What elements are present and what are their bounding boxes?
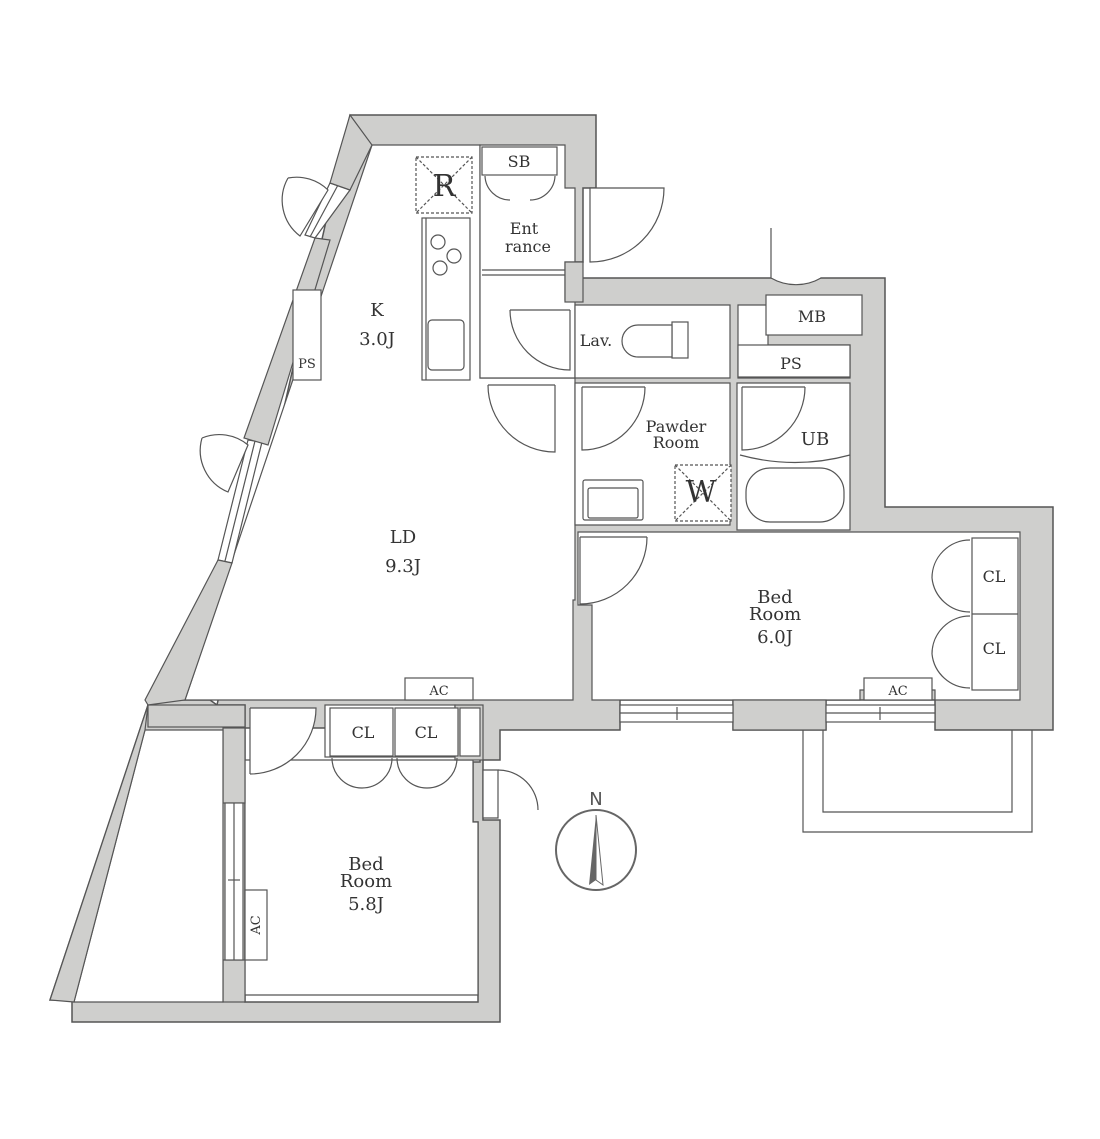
label-washer: W	[686, 475, 717, 510]
door-mb	[770, 228, 822, 286]
west-wall-seg-1	[329, 113, 373, 191]
door-powder	[581, 386, 646, 451]
label-ld-size: 9.3J	[385, 556, 421, 577]
sb-door-arc-1	[484, 175, 511, 201]
label-ac-ld: AC	[428, 684, 448, 699]
windows	[224, 704, 936, 961]
door-west-1	[281, 176, 329, 237]
closet-west-arcs	[331, 757, 458, 789]
door-ub	[741, 386, 806, 451]
balcony-east-outer	[802, 730, 1033, 833]
fixtures	[244, 146, 1019, 961]
balcony-east	[802, 730, 1033, 833]
door-bed-west-2	[482, 769, 499, 819]
label-powder-1: Pawder	[646, 417, 707, 436]
label-entrance-2: rance	[505, 237, 551, 256]
label-bed-east-3: 6.0J	[757, 627, 793, 648]
label-bed-east-2: Room	[749, 604, 801, 625]
bathtub-curve	[739, 454, 851, 464]
label-ps-small: PS	[298, 357, 316, 372]
label-ac-bed-east: AC	[887, 684, 907, 699]
label-ac-bed-west: AC	[249, 915, 264, 935]
compass-needle-2	[595, 814, 604, 887]
label-cl-west-1: CL	[352, 723, 375, 742]
washer-x1	[674, 464, 732, 522]
label-ld-name: LD	[390, 527, 416, 548]
label-k-size: 3.0J	[359, 329, 395, 350]
wall-block-6	[222, 727, 246, 804]
ac-bed-east	[863, 677, 933, 701]
bathtub	[745, 467, 845, 523]
ac-bed-west	[244, 889, 268, 961]
compass-icon: N	[555, 789, 637, 891]
label-refrigerator: R	[433, 169, 457, 204]
label-bed-west-1: Bed	[348, 854, 383, 875]
labels: K 3.0J LD 9.3J Ent rance SB R Lav. MB PS…	[249, 152, 1006, 936]
wall-block-2	[732, 699, 827, 731]
washer-x2	[674, 464, 732, 522]
closet-west-end	[459, 707, 481, 757]
label-cl-east-1: CL	[983, 567, 1006, 586]
ps-box	[737, 344, 851, 378]
door-bed-west	[249, 707, 317, 775]
label-lav: Lav.	[580, 331, 612, 350]
west-wall-seg-3	[144, 559, 233, 706]
label-ub: UB	[801, 429, 829, 450]
wall-blocks	[147, 261, 827, 1003]
toilet-tank	[671, 321, 689, 359]
wall-block-7	[222, 959, 246, 1003]
compass-north-label: N	[589, 789, 602, 810]
door-lav	[509, 309, 571, 371]
closet-west-2	[394, 707, 459, 757]
window-slant-line-2	[224, 440, 256, 562]
door-bed-west-2-arc	[497, 769, 539, 811]
wall-block-5	[147, 704, 246, 728]
window-slant-line	[309, 184, 339, 238]
compass-ring	[555, 809, 637, 891]
mb-box	[765, 294, 863, 336]
label-mb: MB	[798, 307, 826, 326]
label-bed-east-1: Bed	[757, 587, 792, 608]
west-wall-solid	[49, 113, 373, 1003]
stove-icon	[430, 234, 462, 276]
closet-east-arcs	[931, 539, 971, 689]
door-west-2	[199, 434, 249, 493]
label-k-name: K	[370, 300, 384, 321]
refrigerator-x2	[415, 156, 473, 214]
ac-ld	[404, 677, 474, 701]
closet-west-1	[329, 707, 394, 757]
door-entrance	[589, 187, 665, 263]
label-entrance-1: Ent	[510, 219, 539, 238]
kitchen-sink	[427, 319, 465, 371]
label-bed-west-3: 5.8J	[348, 894, 384, 915]
refrigerator-x1	[415, 156, 473, 214]
doors	[199, 176, 822, 819]
toilet-bowl	[621, 324, 673, 358]
label-cl-east-2: CL	[983, 639, 1006, 658]
space-bed-east	[577, 531, 1021, 701]
wall-block-1	[564, 261, 584, 303]
door-ld	[487, 384, 556, 453]
label-cl-west-2: CL	[415, 723, 438, 742]
compass-needle	[589, 815, 596, 885]
label-sb: SB	[508, 152, 531, 171]
door-bed-east	[579, 536, 648, 605]
sb-box	[481, 146, 558, 176]
label-powder-2: Room	[653, 433, 699, 452]
west-wall-seg-4	[49, 704, 149, 1003]
label-ps-main: PS	[780, 354, 802, 373]
ps-left-box	[292, 289, 322, 381]
washbasin-inner	[587, 487, 639, 519]
balcony-east-inner	[822, 730, 1013, 813]
sb-door-arc-2	[529, 175, 556, 201]
label-bed-west-2: Room	[340, 871, 392, 892]
